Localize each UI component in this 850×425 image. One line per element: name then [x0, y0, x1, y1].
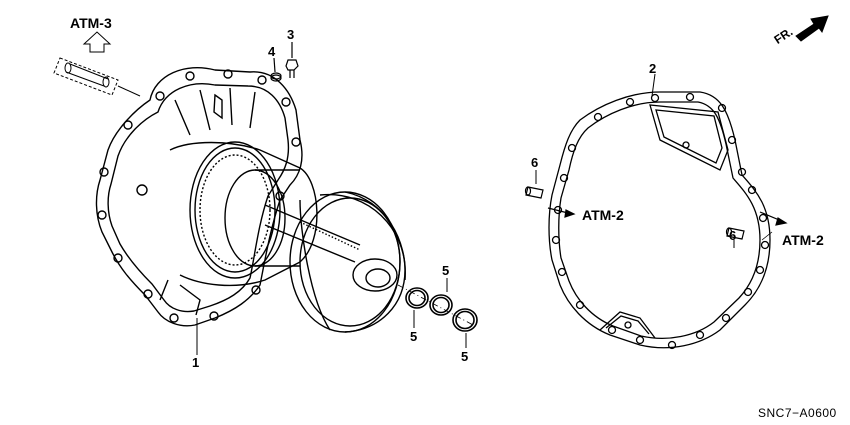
ref-atm3: ATM-3	[70, 15, 112, 31]
part-6-label-b: 6	[729, 228, 737, 243]
front-arrow-icon	[795, 15, 829, 42]
part-5-label-c: 5	[461, 349, 469, 364]
part-5-label-a: 5	[410, 329, 418, 344]
gasket	[548, 73, 771, 350]
part-1-label: 1	[192, 355, 200, 370]
bolt-and-washer	[270, 42, 299, 82]
o-rings	[397, 278, 478, 348]
ref-atm2-left: ATM-2	[582, 207, 624, 223]
atm3-dowel-box	[53, 31, 141, 97]
dowel-pins	[524, 170, 788, 248]
part-4-label: 4	[268, 44, 276, 59]
part-6-label-a: 6	[531, 155, 539, 170]
part-2-label: 2	[649, 61, 657, 76]
ref-atm2-right: ATM-2	[782, 232, 824, 248]
part-5-label-b: 5	[442, 263, 450, 278]
diagram-code: SNC7−A0600	[758, 406, 837, 420]
transmission-housing	[95, 66, 406, 333]
atm3-arrow-icon	[82, 31, 112, 53]
part-3-label: 3	[287, 27, 295, 42]
